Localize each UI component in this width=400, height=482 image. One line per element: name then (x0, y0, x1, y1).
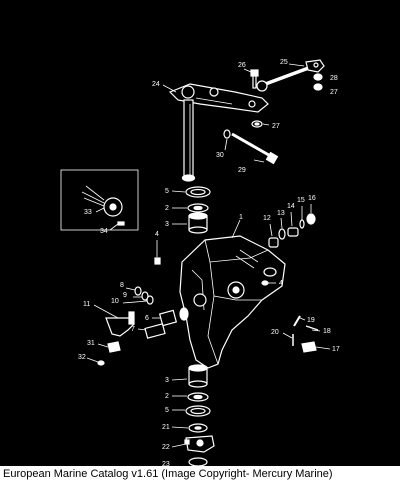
leader-lines (86, 63, 331, 448)
washer-5-upper (185, 186, 211, 198)
pin-7 (144, 323, 166, 339)
callout-20: 20 (271, 329, 279, 336)
callout-28: 28 (330, 75, 338, 82)
screw-18 (305, 325, 319, 331)
nut-28 (313, 73, 323, 81)
spacer-14 (287, 227, 299, 237)
callout-18: 18 (323, 328, 331, 335)
steering-arm-assembly (168, 83, 269, 113)
callout-24: 24 (152, 81, 160, 88)
callout-11: 11 (83, 301, 90, 308)
washer-13 (278, 228, 286, 240)
callout-5: 5 (165, 188, 169, 195)
callout-2: 2 (165, 205, 169, 212)
bolt-26 (250, 69, 259, 89)
anode-17 (301, 341, 317, 353)
bushing-12 (268, 237, 279, 248)
link-rod (256, 59, 325, 92)
bracket-31 (107, 341, 121, 353)
callout-27: 27 (330, 89, 338, 96)
callout-19: 19 (307, 317, 315, 324)
callout-32: 32 (78, 354, 86, 361)
callout-4: 4 (279, 280, 283, 287)
callout-30: 30 (216, 152, 224, 159)
callout-26: 26 (238, 62, 246, 69)
swivel-bracket (179, 235, 286, 369)
callout-13: 13 (277, 210, 285, 217)
steering-tube (181, 99, 196, 182)
callout-34: 34 (100, 228, 108, 235)
callout-22: 22 (162, 444, 170, 451)
callout-15: 15 (297, 197, 305, 204)
callout-10: 10 (111, 298, 119, 305)
callout-27: 27 (272, 123, 280, 130)
bushing-3-lower (188, 364, 208, 388)
clip-19 (293, 315, 301, 327)
washer-10 (146, 295, 154, 305)
tie-bar-29 (231, 132, 279, 165)
callout-31: 31 (87, 340, 95, 347)
callout-2: 2 (165, 393, 169, 400)
washer-5-lower (185, 405, 211, 417)
nut-27-right (313, 83, 323, 91)
callout-labels: 26 25 28 27 24 27 30 29 5 2 3 1 33 34 4 … (78, 59, 340, 466)
seal-2-upper (187, 203, 209, 213)
callout-33: 33 (84, 209, 92, 216)
callout-17: 17 (332, 346, 340, 353)
clamp-22 (184, 435, 215, 453)
nut-16 (306, 213, 316, 225)
callout-1: 1 (239, 214, 243, 221)
callout-25: 25 (280, 59, 288, 66)
exploded-parts-diagram: 26 25 28 27 24 27 30 29 5 2 3 1 33 34 4 … (60, 59, 340, 466)
callout-16: 16 (308, 195, 316, 202)
nut-23 (188, 457, 208, 466)
screw-4-upper (154, 257, 161, 265)
bushing-6 (158, 307, 189, 327)
callout-5: 5 (165, 407, 169, 414)
bushing-30 (223, 129, 231, 139)
callout-12: 12 (263, 215, 271, 222)
washer-8 (134, 286, 142, 296)
nut-27-middle (251, 120, 263, 128)
seal-2-lower (187, 392, 209, 402)
callout-3: 3 (165, 221, 169, 228)
washer-21 (188, 423, 208, 433)
inset-trim-sender (60, 169, 139, 231)
callout-9: 9 (123, 292, 127, 299)
image-caption: European Marine Catalog v1.61 (Image Cop… (0, 466, 400, 482)
callout-8: 8 (120, 282, 124, 289)
callout-3: 3 (165, 377, 169, 384)
callout-6: 6 (145, 315, 149, 322)
tilt-lock-lever-11 (105, 311, 135, 337)
callout-14: 14 (287, 203, 295, 210)
callout-7: 7 (131, 326, 135, 333)
bushing-3-upper (188, 212, 208, 234)
washer-15 (299, 219, 305, 229)
screw-32 (97, 360, 105, 366)
callout-4: 4 (155, 231, 159, 238)
callout-23: 23 (162, 461, 170, 466)
callout-21: 21 (162, 424, 170, 431)
nut-4-lower (261, 280, 269, 286)
callout-29: 29 (238, 167, 246, 174)
